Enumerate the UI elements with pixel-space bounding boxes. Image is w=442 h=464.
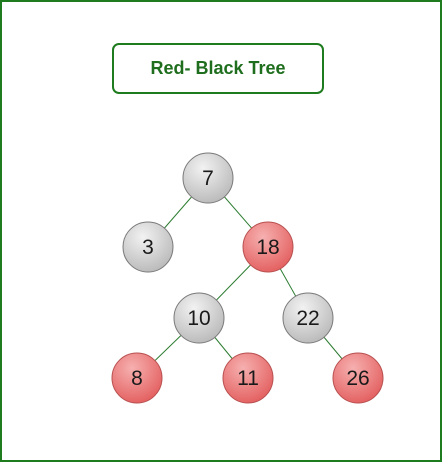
- nodes-layer: 7 3 18 10 22 8 11 26: [111, 152, 384, 404]
- node-label: 3: [142, 236, 154, 259]
- node-label: 7: [202, 167, 214, 190]
- tree-node-22: 22: [282, 292, 334, 344]
- diagram-title-box: Red- Black Tree: [112, 43, 324, 94]
- node-circle-red: [111, 352, 163, 404]
- tree-node-3: 3: [122, 221, 174, 273]
- node-label: 26: [346, 367, 369, 390]
- tree-node-8: 8: [111, 352, 163, 404]
- tree-node-18: 18: [242, 221, 294, 273]
- node-label: 10: [187, 307, 210, 330]
- node-circle-red: [242, 221, 294, 273]
- node-label: 8: [131, 367, 143, 390]
- node-circle-red: [222, 352, 274, 404]
- tree-node-10: 10: [173, 292, 225, 344]
- node-circle-red: [332, 352, 384, 404]
- node-label: 22: [296, 307, 319, 330]
- tree-node-7: 7: [182, 152, 234, 204]
- node-circle-black: [182, 152, 234, 204]
- tree-node-11: 11: [222, 352, 274, 404]
- node-circle-black: [173, 292, 225, 344]
- edges-layer: [136, 177, 359, 379]
- node-label: 18: [256, 236, 279, 259]
- diagram-title: Red- Black Tree: [150, 58, 286, 78]
- tree-node-26: 26: [332, 352, 384, 404]
- node-label: 11: [237, 367, 259, 390]
- node-circle-black: [282, 292, 334, 344]
- node-circle-black: [122, 221, 174, 273]
